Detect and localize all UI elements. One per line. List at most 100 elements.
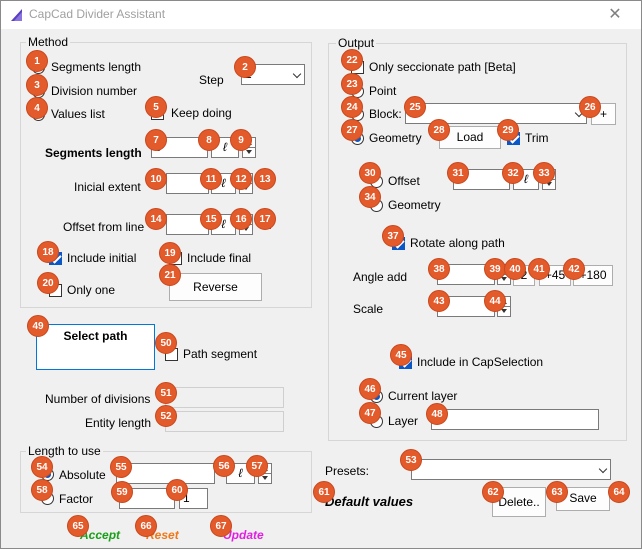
callout-badge: 21 — [159, 264, 181, 286]
delete-preset-button[interactable]: Delete.. — [492, 487, 546, 517]
geometry-offset-radio-label[interactable]: Geometry — [388, 198, 441, 212]
length-unit-icon: ℓ — [524, 172, 528, 186]
callout-badge: 67 — [210, 515, 232, 537]
layer-radio-label[interactable]: Layer — [388, 414, 419, 428]
callout-badge: 50 — [155, 332, 177, 354]
absolute-radio-label[interactable]: Absolute — [59, 468, 106, 482]
callout-badge: 52 — [155, 405, 177, 427]
chevron-down-icon — [292, 69, 302, 79]
scale-label: Scale — [353, 302, 384, 316]
offset-radio-label[interactable]: Offset — [388, 174, 420, 188]
output-group — [328, 43, 627, 441]
length-to-use-group-label: Length to use — [26, 444, 103, 458]
callout-badge: 59 — [111, 481, 133, 503]
accept-link[interactable]: Accept — [80, 528, 121, 542]
length-unit-icon: ℓ — [221, 217, 226, 231]
only-one-label[interactable]: Only one — [67, 283, 116, 297]
callout-badge: 18 — [37, 241, 59, 263]
callout-badge: 64 — [608, 481, 630, 503]
callout-badge: 60 — [166, 479, 188, 501]
method-group — [20, 42, 312, 308]
spin-down-icon[interactable] — [243, 227, 249, 231]
callout-badge: 20 — [37, 272, 59, 294]
callout-badge: 30 — [359, 162, 381, 184]
callout-badge: 31 — [447, 162, 469, 184]
include-initial-label[interactable]: Include initial — [67, 251, 137, 265]
include-final-label[interactable]: Include final — [187, 251, 252, 265]
callout-badge: 38 — [428, 258, 450, 280]
callout-badge: 49 — [27, 315, 49, 337]
callout-badge: 42 — [563, 258, 585, 280]
callout-badge: 7 — [145, 129, 167, 151]
callout-badge: 13 — [254, 168, 276, 190]
callout-badge: 61 — [313, 481, 335, 503]
step-label: Step — [199, 73, 224, 87]
close-icon[interactable]: ✕ — [608, 6, 622, 23]
update-link[interactable]: Update — [223, 528, 264, 542]
callout-badge: 53 — [400, 449, 422, 471]
callout-badge: 27 — [341, 119, 363, 141]
length-unit-icon: ℓ — [238, 466, 243, 480]
callout-badge: 24 — [341, 96, 363, 118]
values-list-radio-label[interactable]: Values list — [51, 107, 105, 121]
spin-down-icon[interactable] — [501, 277, 507, 281]
entity-length-label: Entity length — [85, 416, 152, 430]
spin-down-icon[interactable] — [501, 309, 507, 313]
point-radio-label[interactable]: Point — [369, 84, 397, 98]
callout-badge: 47 — [359, 402, 381, 424]
presets-dropdown[interactable] — [411, 459, 611, 480]
callout-badge: 25 — [404, 96, 426, 118]
spin-down-icon[interactable] — [546, 182, 552, 186]
callout-badge: 28 — [428, 119, 450, 141]
callout-badge: 17 — [254, 208, 276, 230]
callout-badge: 14 — [145, 208, 167, 230]
callout-badge: 33 — [533, 162, 555, 184]
presets-label: Presets: — [325, 464, 370, 478]
callout-badge: 65 — [67, 515, 89, 537]
callout-badge: 11 — [200, 168, 222, 190]
callout-badge: 39 — [484, 258, 506, 280]
keep-doing-label[interactable]: Keep doing — [171, 106, 232, 120]
length-to-use-group — [20, 451, 312, 513]
title-bar: CapCad Divider Assistant ✕ — [1, 1, 641, 29]
callout-badge: 15 — [200, 208, 222, 230]
callout-badge: 57 — [246, 455, 268, 477]
callout-badge: 22 — [341, 49, 363, 71]
offset-from-line-label: Offset from line — [63, 220, 145, 234]
save-preset-button[interactable]: Save — [556, 487, 610, 511]
callout-badge: 8 — [198, 129, 220, 151]
output-group-label: Output — [336, 36, 377, 50]
callout-badge: 37 — [382, 225, 404, 247]
select-path-button[interactable]: Select path — [36, 324, 155, 370]
callout-badge: 34 — [359, 186, 381, 208]
default-values-label[interactable]: Default values — [325, 494, 414, 509]
segments-length-radio-label[interactable]: Segments length — [51, 60, 142, 74]
callout-badge: 5 — [145, 96, 167, 118]
reverse-button[interactable]: Reverse — [169, 273, 262, 301]
include-capselection-label[interactable]: Include in CapSelection — [417, 355, 544, 369]
spin-down-icon[interactable] — [246, 150, 252, 154]
trim-label[interactable]: Trim — [525, 131, 549, 145]
geometry-radio-label[interactable]: Geometry — [369, 131, 422, 145]
select-path-button-label: Select path — [63, 329, 128, 343]
callout-badge: 16 — [230, 208, 252, 230]
division-number-radio-label[interactable]: Division number — [51, 84, 138, 98]
callout-badge: 4 — [26, 97, 48, 119]
only-seccionate-label[interactable]: Only seccionate path [Beta] — [369, 60, 516, 74]
path-segment-label[interactable]: Path segment — [183, 347, 258, 361]
angle-add-label: Angle add — [353, 270, 408, 284]
callout-badge: 51 — [155, 382, 177, 404]
app-logo-icon — [11, 9, 22, 21]
block-radio-label[interactable]: Block: — [369, 107, 402, 121]
callout-badge: 58 — [31, 479, 53, 501]
factor-radio-label[interactable]: Factor — [59, 492, 94, 506]
current-layer-radio-label[interactable]: Current layer — [388, 389, 458, 403]
callout-badge: 23 — [341, 73, 363, 95]
rotate-along-path-label[interactable]: Rotate along path — [410, 236, 505, 250]
length-unit-icon: ℓ — [223, 140, 227, 154]
number-of-divisions-field — [165, 387, 284, 408]
layer-input[interactable] — [431, 409, 599, 430]
callout-badge: 3 — [26, 74, 48, 96]
spin-down-icon[interactable] — [262, 476, 268, 480]
length-unit-icon: ℓ — [221, 176, 226, 190]
